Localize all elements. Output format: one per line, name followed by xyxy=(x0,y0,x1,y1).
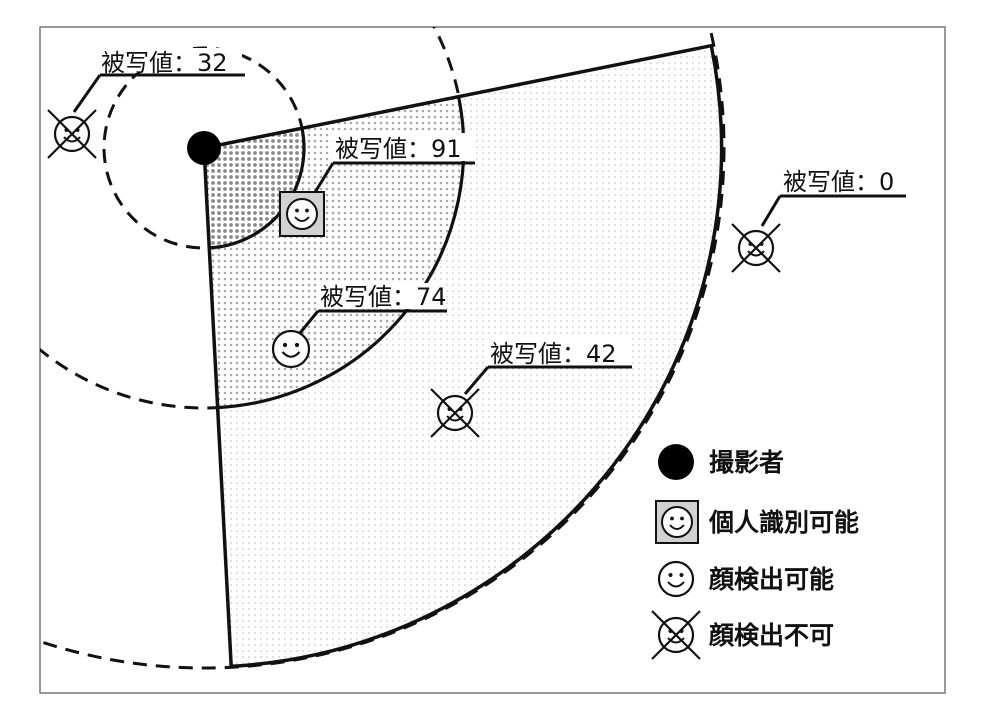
subject-far-mid: 被写値：42 xyxy=(430,338,632,438)
legend-item-photographer: 撮影者 xyxy=(658,444,784,480)
identifiable-face-icon xyxy=(279,191,325,237)
identifiable-face-icon xyxy=(655,500,699,544)
legend-label: 撮影者 xyxy=(709,448,784,477)
legend: 撮影者 個人識別可能 顔検出可能 xyxy=(651,444,859,660)
photographer-marker xyxy=(187,131,221,165)
subject-far-left: 被写値：32 xyxy=(47,48,245,159)
crossed-face-icon xyxy=(651,610,701,660)
legend-item-individual-identifiable: 個人識別可能 xyxy=(655,500,859,544)
legend-label: 個人識別可能 xyxy=(708,508,859,537)
crossed-face-icon xyxy=(731,223,781,273)
legend-label: 顔検出可能 xyxy=(708,565,834,594)
near-zone-area xyxy=(204,127,304,248)
subject-label: 被写値：32 xyxy=(101,49,228,77)
legend-item-face-not-detectable: 顔検出不可 xyxy=(651,610,834,660)
subject-near: 被写値：91 xyxy=(279,133,475,237)
crossed-face-icon xyxy=(430,388,480,438)
legend-item-face-detectable: 顔検出可能 xyxy=(657,560,834,598)
subject-outside-right: 被写値：0 xyxy=(731,166,906,273)
subject-label: 被写値：91 xyxy=(335,135,462,163)
crossed-face-icon xyxy=(47,109,97,159)
subject-label: 被写値：42 xyxy=(490,340,617,368)
photographer-icon xyxy=(658,444,694,480)
field-of-view-sector xyxy=(202,43,724,669)
subject-mid: 被写値：74 xyxy=(271,283,447,369)
subject-label: 被写値：0 xyxy=(783,168,894,196)
smiley-face-icon xyxy=(271,329,311,369)
subject-label: 被写値：74 xyxy=(320,283,447,311)
dashed-ring-far xyxy=(40,27,726,670)
legend-label: 顔検出不可 xyxy=(708,621,834,650)
smiley-face-icon xyxy=(657,560,695,598)
